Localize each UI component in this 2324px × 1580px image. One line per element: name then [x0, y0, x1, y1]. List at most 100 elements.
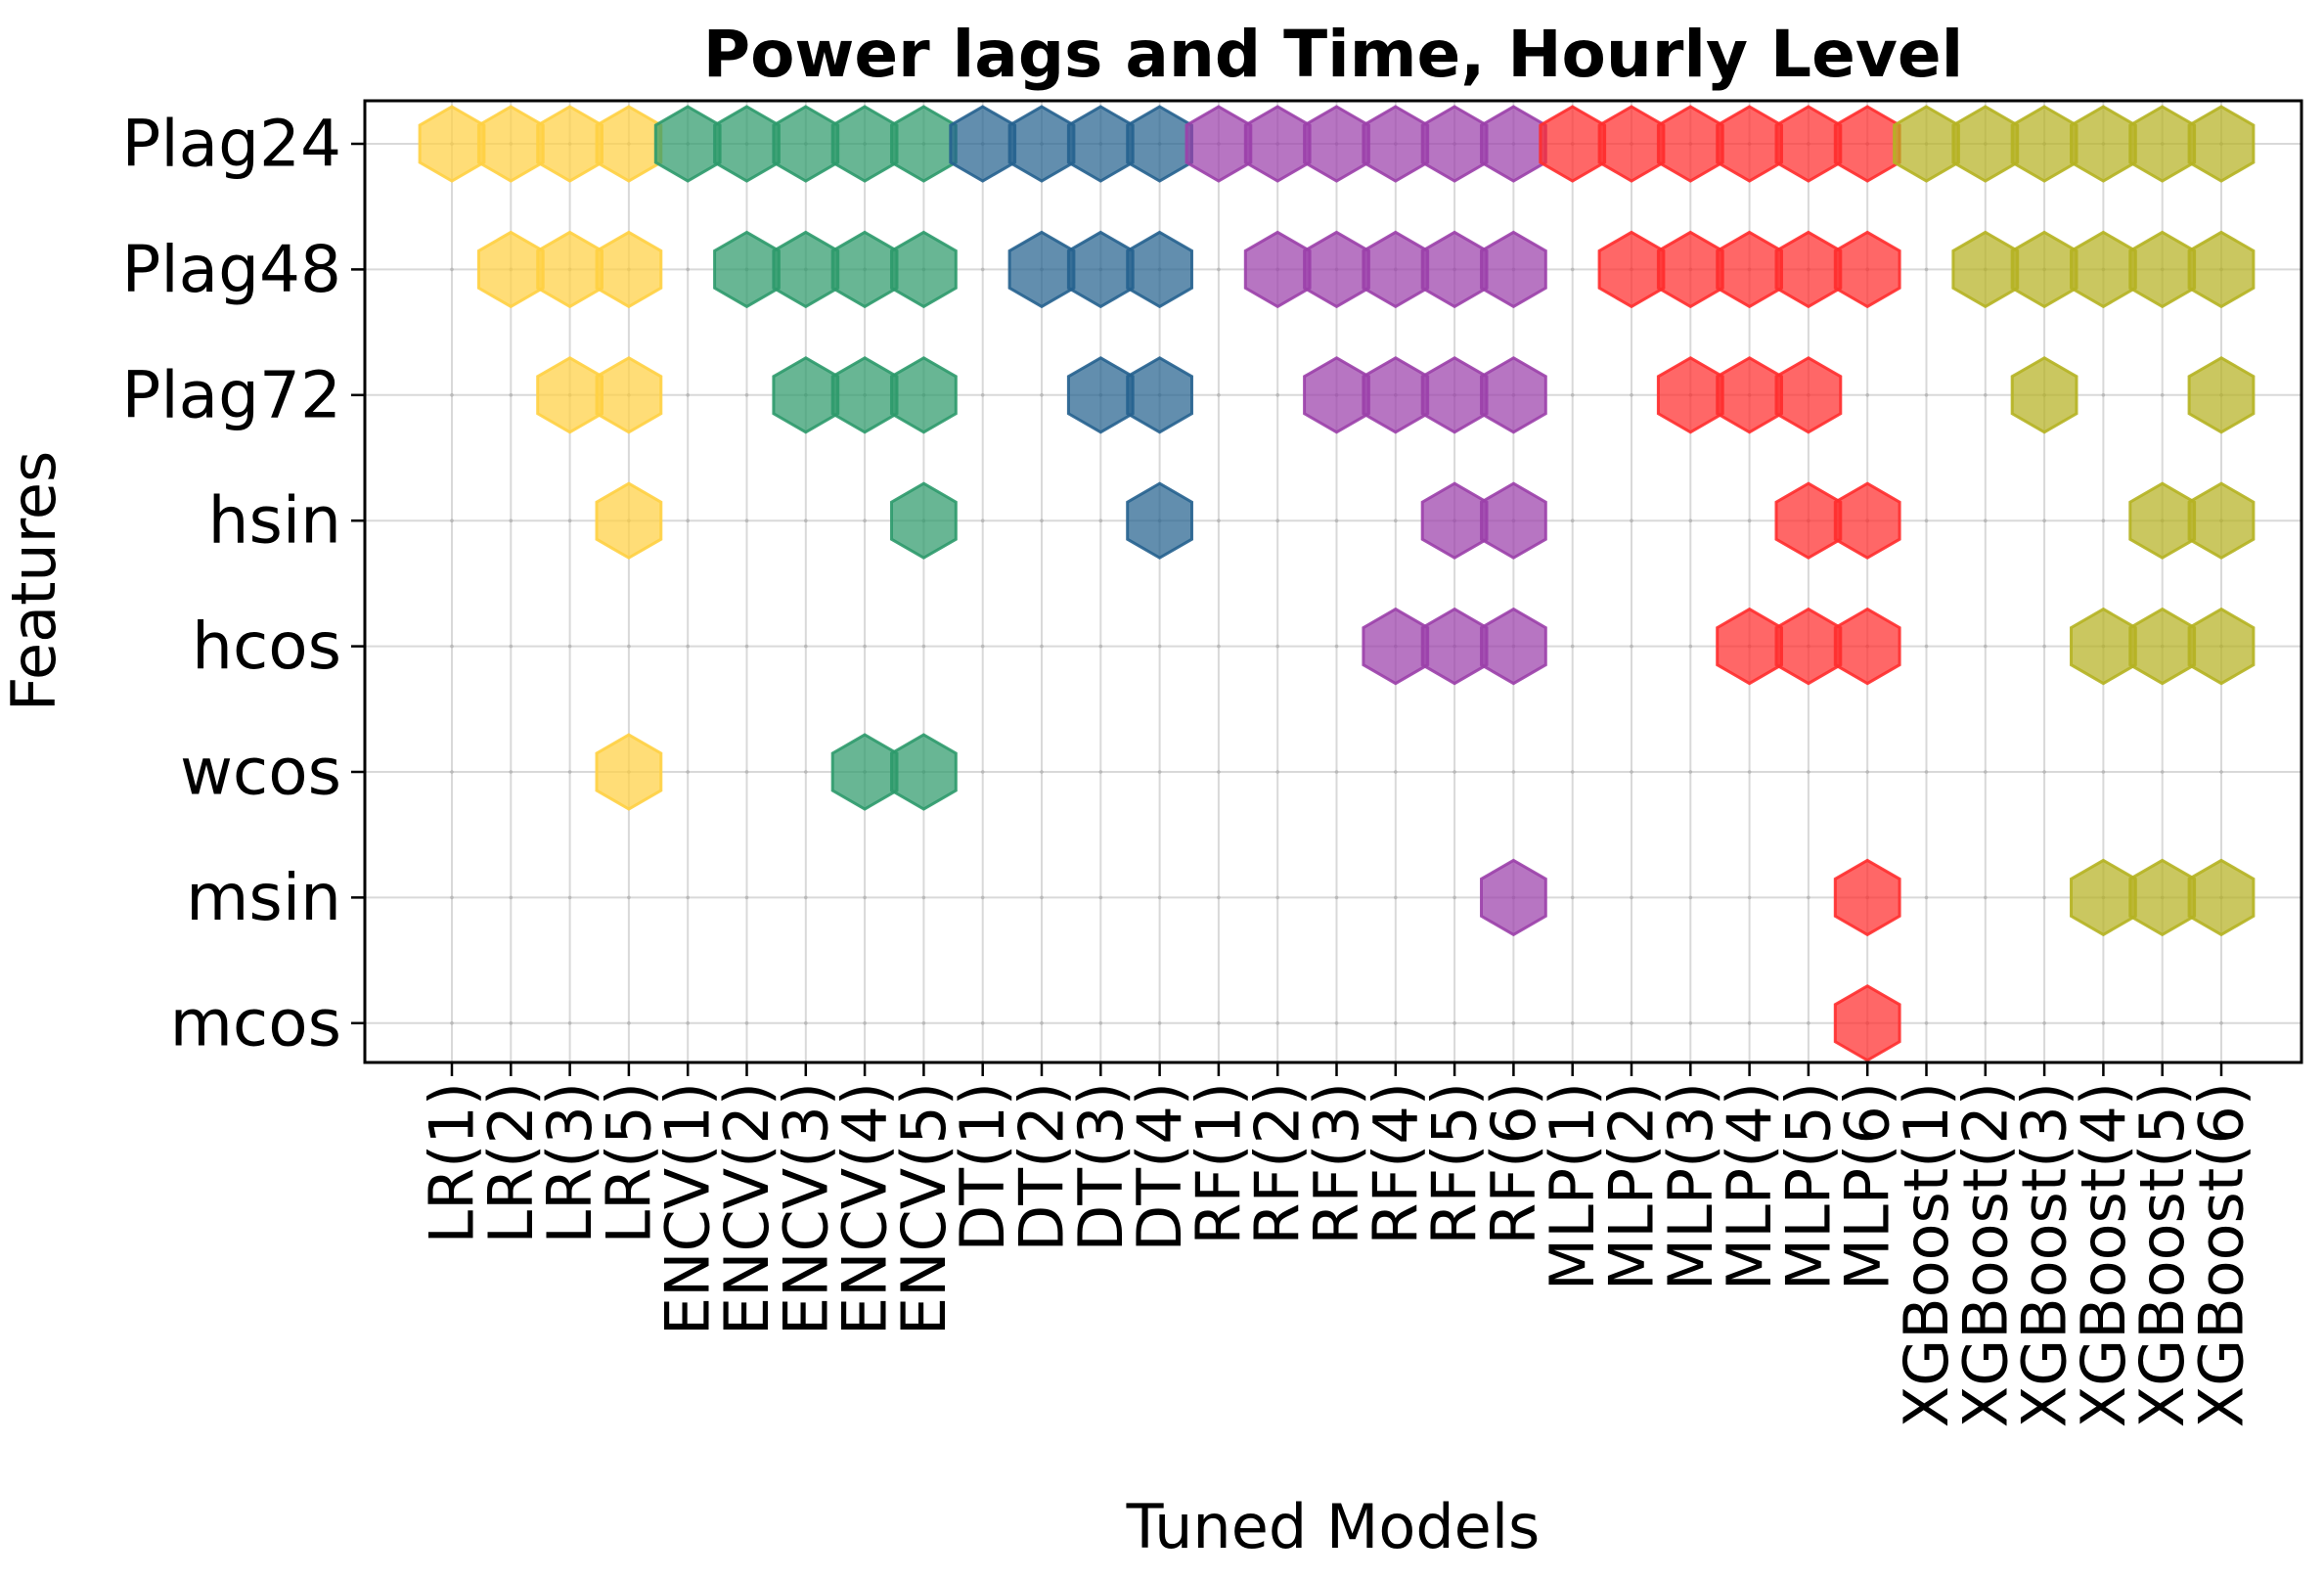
hex-marker: [772, 356, 840, 434]
grid-dot: [1217, 895, 1221, 900]
hex-marker: [1716, 356, 1783, 434]
grid-dot: [1040, 393, 1044, 397]
grid-dot: [1217, 644, 1221, 649]
x-tick-label: XGBoost(6): [2186, 1082, 2257, 1427]
hex-marker: [1774, 356, 1843, 434]
y-tick-label: msin: [186, 860, 341, 935]
hex-marker: [1951, 230, 2020, 309]
hex-marker: [418, 105, 486, 183]
grid-dot: [1570, 267, 1575, 272]
hex-marker: [830, 105, 899, 183]
hex-marker: [1362, 356, 1430, 434]
grid-dot: [1334, 644, 1339, 649]
grid-dot: [1924, 770, 1929, 774]
hex-marker: [830, 356, 899, 434]
grid-dot: [1511, 770, 1516, 774]
grid-dot: [744, 895, 749, 900]
grid-dot: [980, 895, 985, 900]
grid-dot: [450, 393, 454, 397]
hex-marker: [1480, 356, 1547, 434]
hex-marker: [830, 230, 899, 309]
hex-marker: [1833, 230, 1901, 309]
grid-dot: [1630, 519, 1633, 522]
grid-dot: [1688, 895, 1693, 900]
grid-dot: [980, 644, 985, 649]
hex-marker: [476, 230, 545, 309]
grid-dot: [1394, 770, 1398, 774]
x-tick-label: MLP(2): [1596, 1082, 1668, 1290]
hex-marker: [1774, 105, 1843, 183]
grid-dot: [686, 895, 690, 900]
y-tick-label: wcos: [180, 735, 341, 810]
x-tick-label: XGBoost(2): [1949, 1082, 2021, 1427]
grid-dot: [1865, 393, 1869, 397]
x-axis-label: Tuned Models: [1126, 1491, 1541, 1562]
grid-dot: [1924, 393, 1929, 397]
y-tick-label: mcos: [170, 985, 341, 1061]
grid-dot: [627, 644, 631, 649]
grid-dot: [1984, 770, 1988, 774]
hex-marker: [1480, 105, 1547, 183]
grid-dot: [804, 1021, 808, 1025]
grid-dot: [1747, 519, 1752, 522]
grid-dot: [1924, 644, 1929, 649]
hex-marker: [1303, 230, 1370, 309]
hex-marker: [1420, 230, 1489, 309]
grid-dot: [1275, 393, 1279, 397]
hex-marker: [2128, 481, 2197, 560]
hex-marker: [2187, 356, 2256, 434]
grid-dot: [1275, 519, 1279, 522]
grid-dot: [921, 895, 926, 900]
x-tick-label: MLP(5): [1772, 1082, 1844, 1290]
grid-dot: [744, 393, 749, 397]
x-tick-label: XGBoost(3): [2009, 1082, 2080, 1427]
grid-dot: [2160, 1021, 2165, 1025]
hex-marker: [1893, 105, 1960, 183]
hex-marker: [1833, 858, 1901, 937]
grid-dot: [1570, 770, 1575, 774]
y-axis-label: Features: [0, 451, 69, 712]
grid-dot: [1217, 519, 1221, 522]
grid-dot: [1570, 393, 1575, 397]
grid-dot: [863, 1021, 867, 1025]
grid-dot: [450, 770, 454, 774]
grid-dot: [744, 519, 749, 522]
hex-marker: [1066, 105, 1135, 183]
grid-dot: [921, 644, 926, 649]
grid-dot: [1334, 1021, 1339, 1025]
hex-marker: [890, 481, 958, 560]
grid-dot: [1098, 644, 1103, 649]
hex-marker: [536, 105, 603, 183]
hex-marker: [2187, 858, 2256, 937]
hex-marker: [1066, 356, 1135, 434]
y-tick-label: hsin: [208, 483, 341, 559]
x-tick-label: MLP(1): [1537, 1082, 1608, 1290]
grid-dot: [509, 770, 514, 774]
grid-dot: [509, 519, 514, 522]
grid-dot: [980, 393, 985, 397]
grid-dot: [1040, 895, 1044, 900]
grid-dot: [863, 895, 867, 900]
hex-marker: [1007, 105, 1076, 183]
hex-marker: [1774, 481, 1843, 560]
grid-dot: [1275, 895, 1279, 900]
hex-marker: [1420, 481, 1489, 560]
x-tick-label: MLP(6): [1832, 1082, 1903, 1290]
grid-dot: [2042, 1021, 2046, 1025]
grid-dot: [1334, 519, 1339, 522]
grid-dot: [980, 267, 985, 272]
grid-dot: [921, 1021, 926, 1025]
plot-frame: [363, 99, 2303, 1064]
grid-dot: [1747, 1021, 1752, 1025]
grid-dot: [804, 644, 808, 649]
grid-dot: [2042, 895, 2046, 900]
hex-marker: [2187, 607, 2256, 686]
grid-dot: [1747, 770, 1752, 774]
hex-marker: [2187, 105, 2256, 183]
grid-dot: [1924, 519, 1929, 522]
hex-marker: [1007, 230, 1076, 309]
hex-marker: [2070, 105, 2137, 183]
grid-dot: [1630, 895, 1633, 900]
hex-marker: [1126, 105, 1193, 183]
